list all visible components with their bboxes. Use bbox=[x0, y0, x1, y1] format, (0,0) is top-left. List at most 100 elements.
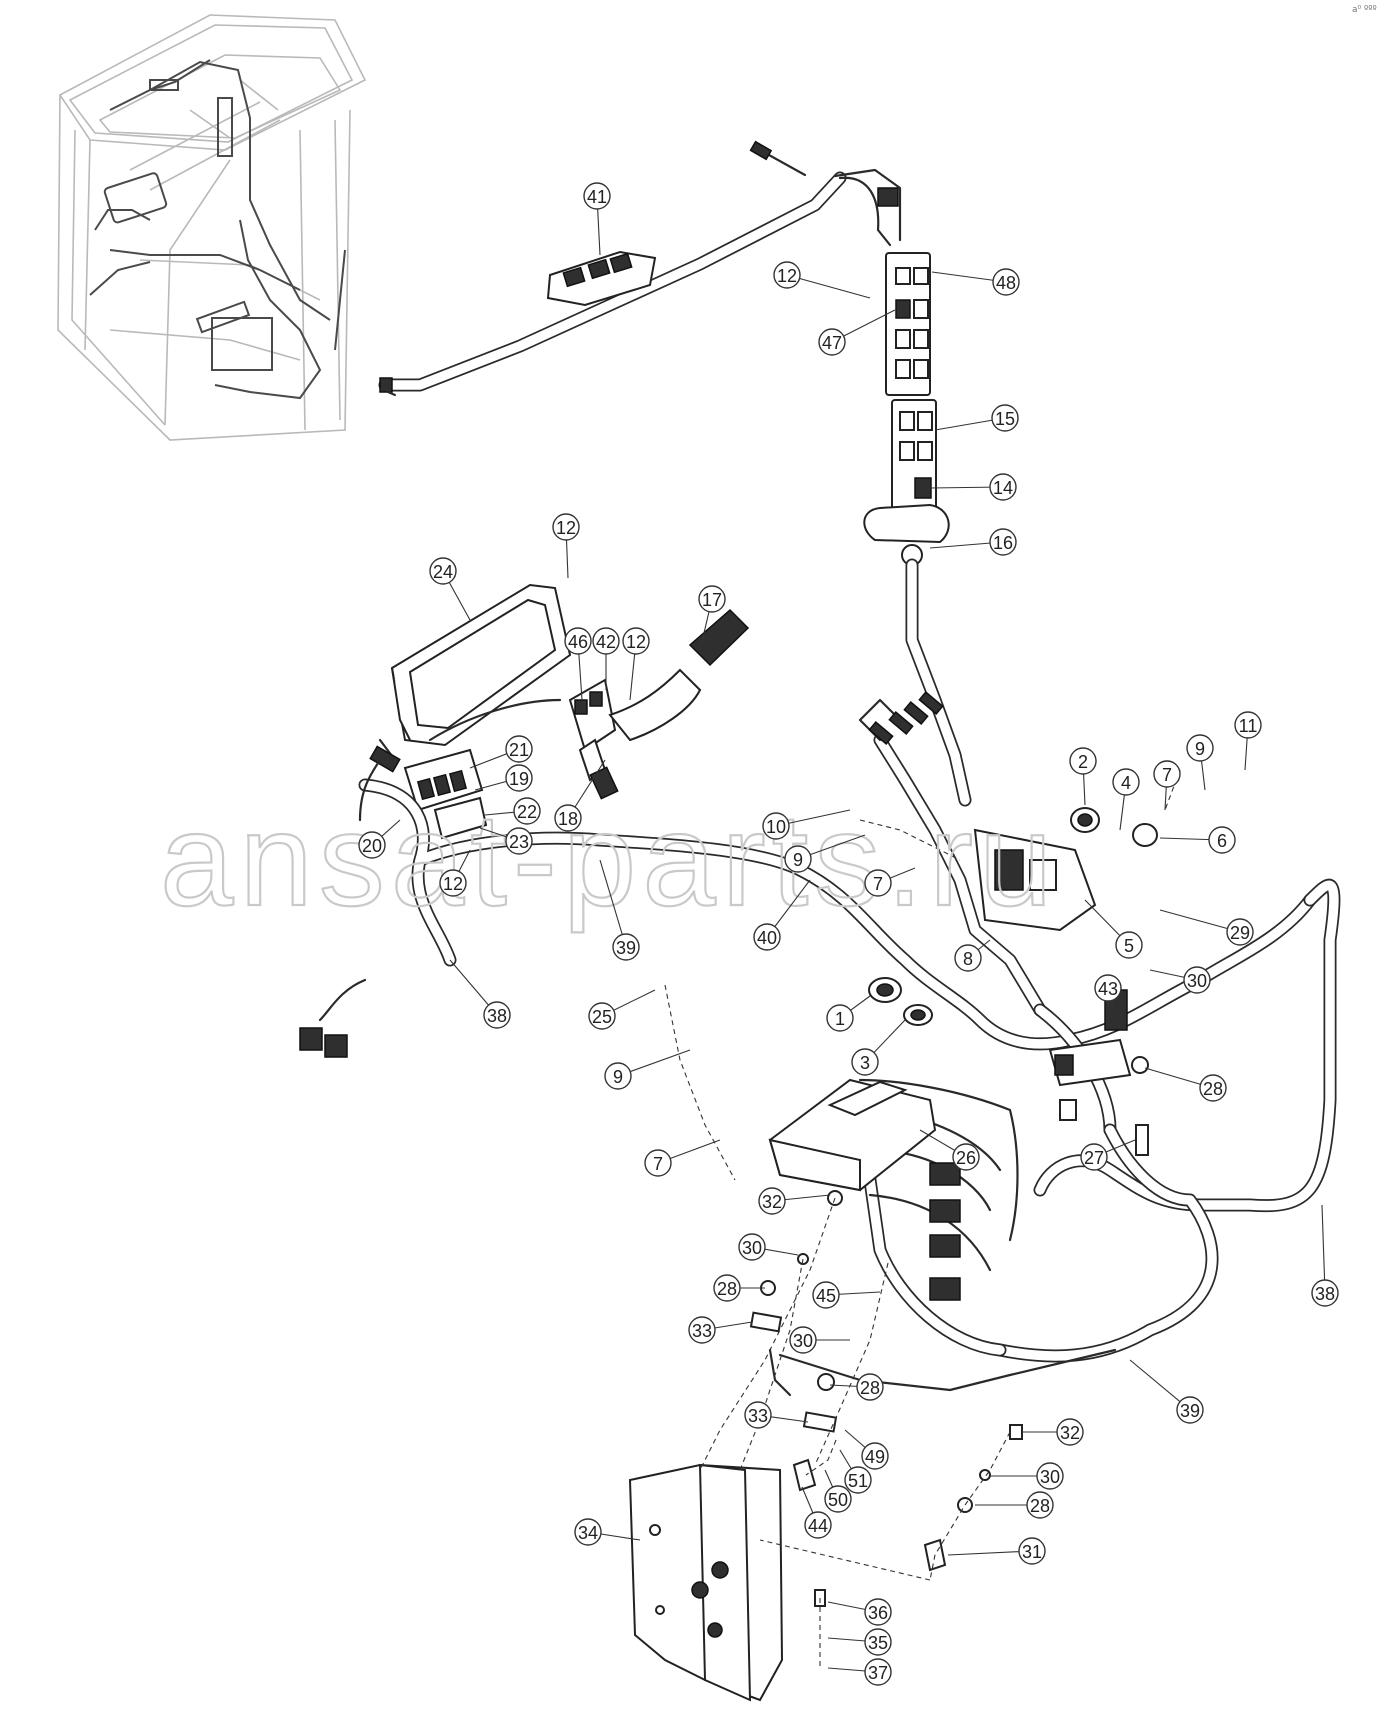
callout-37: 37 bbox=[864, 1658, 892, 1686]
callout-39: 39 bbox=[612, 933, 640, 961]
callout-7: 7 bbox=[1153, 760, 1181, 788]
callout-number: 28 bbox=[1030, 1496, 1050, 1516]
leader-line-12 bbox=[786, 274, 871, 299]
callout-number: 3 bbox=[860, 1053, 870, 1073]
callout-39: 39 bbox=[1176, 1396, 1204, 1424]
callout-15: 15 bbox=[991, 404, 1019, 432]
callout-circle bbox=[505, 827, 533, 855]
callout-number: 32 bbox=[1060, 1423, 1080, 1443]
callout-number: 36 bbox=[868, 1603, 888, 1623]
callout-20: 20 bbox=[358, 831, 386, 859]
callout-28: 28 bbox=[713, 1274, 741, 1302]
callout-9: 9 bbox=[1186, 734, 1214, 762]
callout-number: 21 bbox=[509, 740, 529, 760]
callout-35: 35 bbox=[864, 1628, 892, 1656]
callout-number: 2 bbox=[1078, 752, 1088, 772]
callout-30: 30 bbox=[1183, 966, 1211, 994]
callout-circle bbox=[826, 1004, 854, 1032]
callout-circle bbox=[612, 933, 640, 961]
callout-circle bbox=[738, 1233, 766, 1261]
callout-circle bbox=[1208, 826, 1236, 854]
callout-42: 42 bbox=[592, 627, 620, 655]
assembly-dashed-lines bbox=[664, 769, 1181, 1670]
callout-number: 1 bbox=[835, 1009, 845, 1029]
callout-number: 15 bbox=[995, 409, 1015, 429]
callout-10: 10 bbox=[762, 812, 790, 840]
callout-47: 47 bbox=[818, 328, 846, 356]
callout-circle bbox=[991, 404, 1019, 432]
callout-circle bbox=[358, 831, 386, 859]
callout-7: 7 bbox=[864, 869, 892, 897]
callout-7: 7 bbox=[644, 1149, 672, 1177]
callout-number: 12 bbox=[556, 518, 576, 538]
callout-number: 5 bbox=[1124, 936, 1134, 956]
callout-number: 27 bbox=[1084, 1148, 1104, 1168]
callout-1: 1 bbox=[826, 1004, 854, 1032]
callout-28: 28 bbox=[856, 1373, 884, 1401]
callout-number: 29 bbox=[1230, 923, 1250, 943]
callout-36: 36 bbox=[864, 1598, 892, 1626]
leader-lines bbox=[371, 195, 1326, 1673]
callout-circle bbox=[844, 1466, 872, 1494]
callout-circle bbox=[574, 1518, 602, 1546]
callout-number: 7 bbox=[873, 874, 883, 894]
callout-circle bbox=[1199, 1074, 1227, 1102]
callout-number: 33 bbox=[692, 1321, 712, 1341]
callout-number: 50 bbox=[828, 1490, 848, 1510]
callout-circle bbox=[1018, 1537, 1046, 1565]
leader-line-38 bbox=[1321, 1204, 1326, 1294]
callout-circle bbox=[552, 513, 580, 541]
callout-circle bbox=[784, 845, 812, 873]
callout-circle bbox=[554, 804, 582, 832]
callout-2: 2 bbox=[1069, 747, 1097, 775]
callout-28: 28 bbox=[1199, 1074, 1227, 1102]
callout-38: 38 bbox=[1311, 1279, 1339, 1307]
callout-circle bbox=[622, 627, 650, 655]
callout-number: 38 bbox=[1315, 1284, 1335, 1304]
callout-16: 16 bbox=[989, 528, 1017, 556]
callout-number: 16 bbox=[993, 533, 1013, 553]
callout-number: 7 bbox=[653, 1154, 663, 1174]
callout-4: 4 bbox=[1112, 768, 1140, 796]
callout-number: 22 bbox=[517, 802, 537, 822]
callout-number: 31 bbox=[1022, 1542, 1042, 1562]
callout-circle bbox=[992, 268, 1020, 296]
callout-43: 43 bbox=[1094, 974, 1122, 1002]
callout-circle bbox=[1226, 918, 1254, 946]
callout-circle bbox=[954, 944, 982, 972]
callout-9: 9 bbox=[784, 845, 812, 873]
callout-number: 25 bbox=[592, 1007, 612, 1027]
callout-circle bbox=[812, 1281, 840, 1309]
callout-number: 26 bbox=[956, 1148, 976, 1168]
callout-circle bbox=[989, 473, 1017, 501]
callout-23: 23 bbox=[505, 827, 533, 855]
callout-circle bbox=[758, 1187, 786, 1215]
callout-12: 12 bbox=[439, 869, 467, 897]
callout-number: 9 bbox=[613, 1067, 623, 1087]
callout-3: 3 bbox=[851, 1048, 879, 1076]
callout-circle bbox=[505, 764, 533, 792]
callout-25: 25 bbox=[588, 1002, 616, 1030]
callout-number: 12 bbox=[626, 632, 646, 652]
callout-8: 8 bbox=[954, 944, 982, 972]
callout-circle bbox=[1186, 734, 1214, 762]
callout-circle bbox=[773, 261, 801, 289]
callout-number: 43 bbox=[1098, 979, 1118, 999]
cab-overview-inset bbox=[57, 14, 367, 441]
callout-number: 47 bbox=[822, 333, 842, 353]
callout-number: 4 bbox=[1121, 773, 1131, 793]
switch-panel bbox=[863, 252, 972, 807]
callout-6: 6 bbox=[1208, 826, 1236, 854]
callout-number: 20 bbox=[362, 836, 382, 856]
callout-9: 9 bbox=[604, 1062, 632, 1090]
callout-number: 8 bbox=[963, 949, 973, 969]
callout-29: 29 bbox=[1226, 918, 1254, 946]
callout-circle bbox=[592, 627, 620, 655]
callout-circle bbox=[505, 735, 533, 763]
callout-50: 50 bbox=[824, 1485, 852, 1513]
callout-circle bbox=[1056, 1418, 1084, 1446]
callout-11: 11 bbox=[1234, 711, 1262, 739]
callout-number: 48 bbox=[996, 273, 1016, 293]
leader-line-29 bbox=[1159, 909, 1241, 933]
